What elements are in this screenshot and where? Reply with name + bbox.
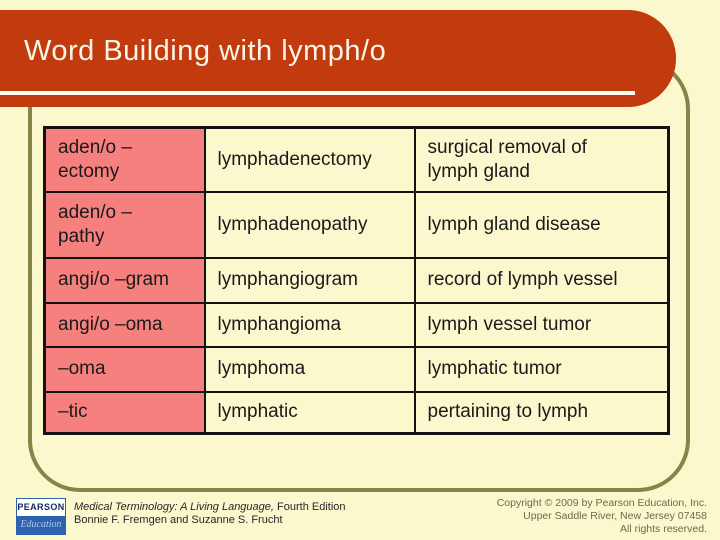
term-cell: lymphangiogram — [203, 256, 416, 304]
word-part-cell: angi/o –gram — [43, 256, 206, 304]
term-cell: lymphadenopathy — [203, 190, 416, 259]
word-part-cell: aden/o – pathy — [43, 190, 206, 259]
table-row: angi/o –oma lymphangioma lymph vessel tu… — [43, 301, 670, 348]
definition-cell: record of lymph vessel — [413, 256, 670, 304]
term-cell: lymphatic — [203, 390, 416, 435]
book-title: Medical Terminology: A Living Language, — [74, 501, 274, 513]
title-underline — [0, 91, 635, 95]
book-edition: Fourth Edition — [273, 501, 346, 513]
pearson-logo-wordmark: PEARSON — [17, 499, 65, 516]
definition-cell: lymphatic tumor — [413, 345, 670, 393]
word-part-cell: angi/o –oma — [43, 301, 206, 348]
table-row: –tic lymphatic pertaining to lymph — [43, 390, 670, 435]
copyright-line: Copyright © 2009 by Pearson Education, I… — [496, 497, 707, 509]
term-cell: lymphoma — [203, 345, 416, 393]
definition-cell: lymph gland disease — [413, 190, 670, 259]
term-cell: lymphangioma — [203, 301, 416, 348]
term-cell: lymphadenectomy — [203, 126, 416, 193]
word-part-cell: aden/o – ectomy — [43, 126, 206, 193]
word-building-table: aden/o – ectomy lymphadenectomy surgical… — [43, 126, 670, 435]
pearson-logo-education: Education — [17, 516, 65, 534]
citation: Medical Terminology: A Living Language, … — [74, 501, 346, 527]
title-banner: Word Building with lymph/o — [0, 10, 676, 107]
table-row: angi/o –gram lymphangiogram record of ly… — [43, 256, 670, 304]
definition-cell: surgical removal of lymph gland — [413, 126, 670, 193]
word-part-cell: –oma — [43, 345, 206, 393]
table-row: –oma lymphoma lymphatic tumor — [43, 345, 670, 393]
table-row: aden/o – ectomy lymphadenectomy surgical… — [43, 126, 670, 193]
copyright-notice: Copyright © 2009 by Pearson Education, I… — [497, 497, 707, 536]
copyright-line: Upper Saddle River, New Jersey 07458 — [523, 510, 707, 522]
copyright-line: All rights reserved. — [620, 523, 707, 535]
page-title: Word Building with lymph/o — [24, 35, 387, 67]
citation-authors: Bonnie F. Fremgen and Suzanne S. Frucht — [74, 514, 283, 526]
citation-line-1: Medical Terminology: A Living Language, … — [74, 501, 346, 514]
definition-cell: lymph vessel tumor — [413, 301, 670, 348]
word-part-cell: –tic — [43, 390, 206, 435]
pearson-logo: PEARSON Education — [16, 498, 66, 535]
table-row: aden/o – pathy lymphadenopathy lymph gla… — [43, 190, 670, 259]
definition-cell: pertaining to lymph — [413, 390, 670, 435]
